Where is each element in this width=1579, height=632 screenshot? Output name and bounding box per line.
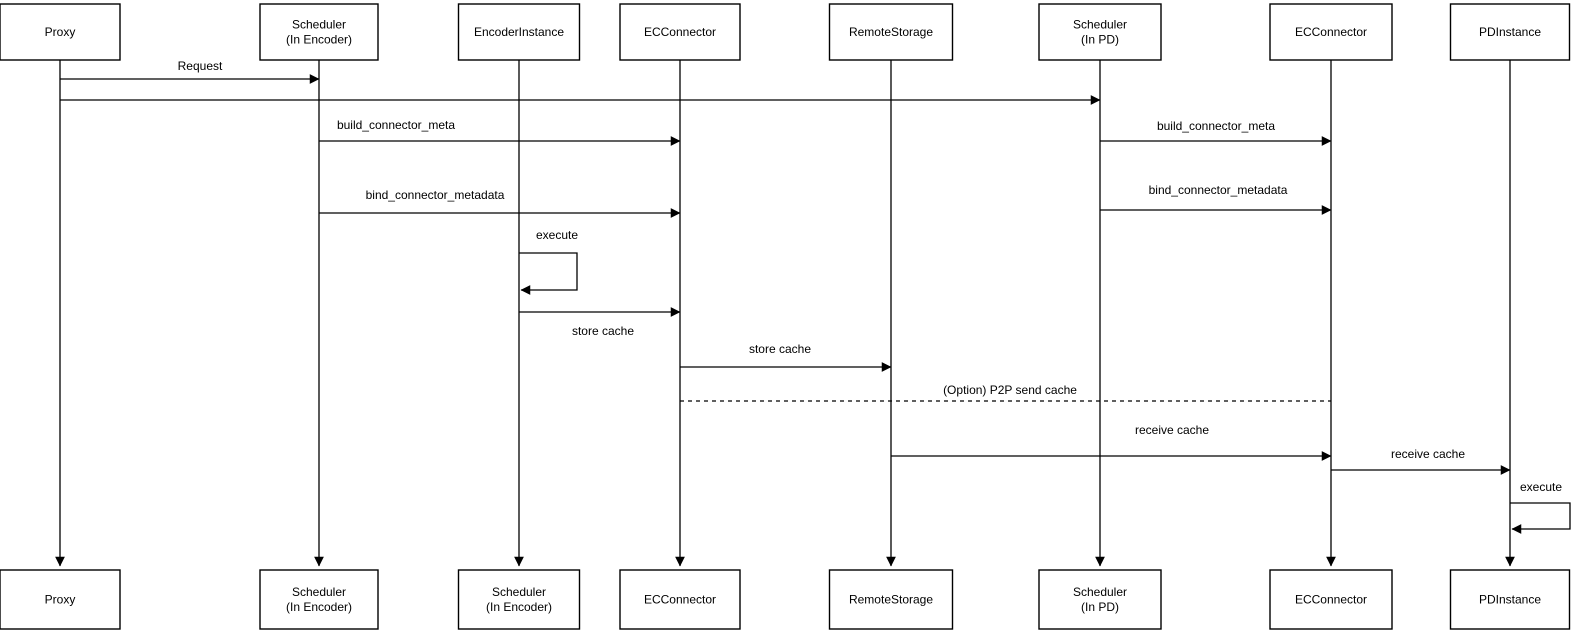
- actor-top-box-scheduler-in-encoder: [259, 3, 379, 61]
- actor-top-box-pd-instance: [1449, 3, 1571, 61]
- actor-top-label-scheduler-in-encoder: Scheduler(In Encoder): [286, 18, 352, 47]
- actor-bottom-box-scheduler-in-pd: [1038, 569, 1162, 630]
- message-label: build_connector_meta: [1157, 119, 1275, 133]
- actor-top-box-encoder-instance: [457, 3, 581, 61]
- message-label: build_connector_meta: [337, 118, 455, 132]
- actor-top-box-remote-storage: [828, 3, 954, 61]
- actor-top-label-encoder-instance: EncoderInstance: [474, 25, 564, 39]
- message-label: store cache: [572, 324, 634, 338]
- actor-bottom-label-scheduler-in-encoder: Scheduler(In Encoder): [286, 585, 352, 614]
- actor-top-box-ec-connector-encoder: [619, 3, 741, 61]
- actor-bottom-label-scheduler-in-pd: Scheduler(In PD): [1073, 585, 1127, 614]
- message-label: store cache: [749, 342, 811, 356]
- actor-bottom-label-remote-storage: RemoteStorage: [849, 593, 933, 607]
- actor-top-label-proxy: Proxy: [45, 25, 76, 39]
- message-label: bind_connector_metadata: [1149, 183, 1288, 197]
- self-message-loop: [1510, 502, 1571, 534]
- actor-bottom-box-ec-connector-encoder: [619, 569, 741, 630]
- message-label: (Option) P2P send cache: [943, 383, 1077, 397]
- message-label: receive cache: [1135, 423, 1209, 437]
- actor-bottom-box-scheduler-in-encoder: [259, 569, 379, 630]
- actor-top-box-scheduler-in-pd: [1038, 3, 1162, 61]
- self-message-label: execute: [1520, 480, 1562, 494]
- actor-top-box-ec-connector-pd: [1269, 3, 1393, 61]
- message-label: bind_connector_metadata: [366, 188, 505, 202]
- actor-top-label-ec-connector-encoder: ECConnector: [644, 25, 716, 39]
- actor-bottom-label-proxy: Proxy: [45, 593, 76, 607]
- self-message-loop: [519, 252, 578, 295]
- actor-bottom-box-ec-connector-pd: [1269, 569, 1393, 630]
- actor-bottom-label-pd-instance: PDInstance: [1479, 593, 1541, 607]
- actor-top-label-remote-storage: RemoteStorage: [849, 25, 933, 39]
- actor-bottom-box-proxy: [0, 569, 121, 630]
- actor-top-label-ec-connector-pd: ECConnector: [1295, 25, 1367, 39]
- actor-bottom-label-ec-connector-encoder: ECConnector: [644, 593, 716, 607]
- actor-bottom-box-remote-storage: [828, 569, 954, 630]
- actor-top-label-scheduler-in-pd: Scheduler(In PD): [1073, 18, 1127, 47]
- self-message-label: execute: [536, 228, 578, 242]
- message-label: Request: [178, 59, 223, 73]
- actor-bottom-label-encoder-instance: Scheduler(In Encoder): [486, 585, 552, 614]
- actor-top-label-pd-instance: PDInstance: [1479, 25, 1541, 39]
- actor-bottom-label-ec-connector-pd: ECConnector: [1295, 593, 1367, 607]
- actor-bottom-box-pd-instance: [1449, 569, 1571, 630]
- actor-top-box-proxy: [0, 3, 121, 61]
- message-label: receive cache: [1391, 447, 1465, 461]
- actor-bottom-box-encoder-instance: [457, 569, 581, 630]
